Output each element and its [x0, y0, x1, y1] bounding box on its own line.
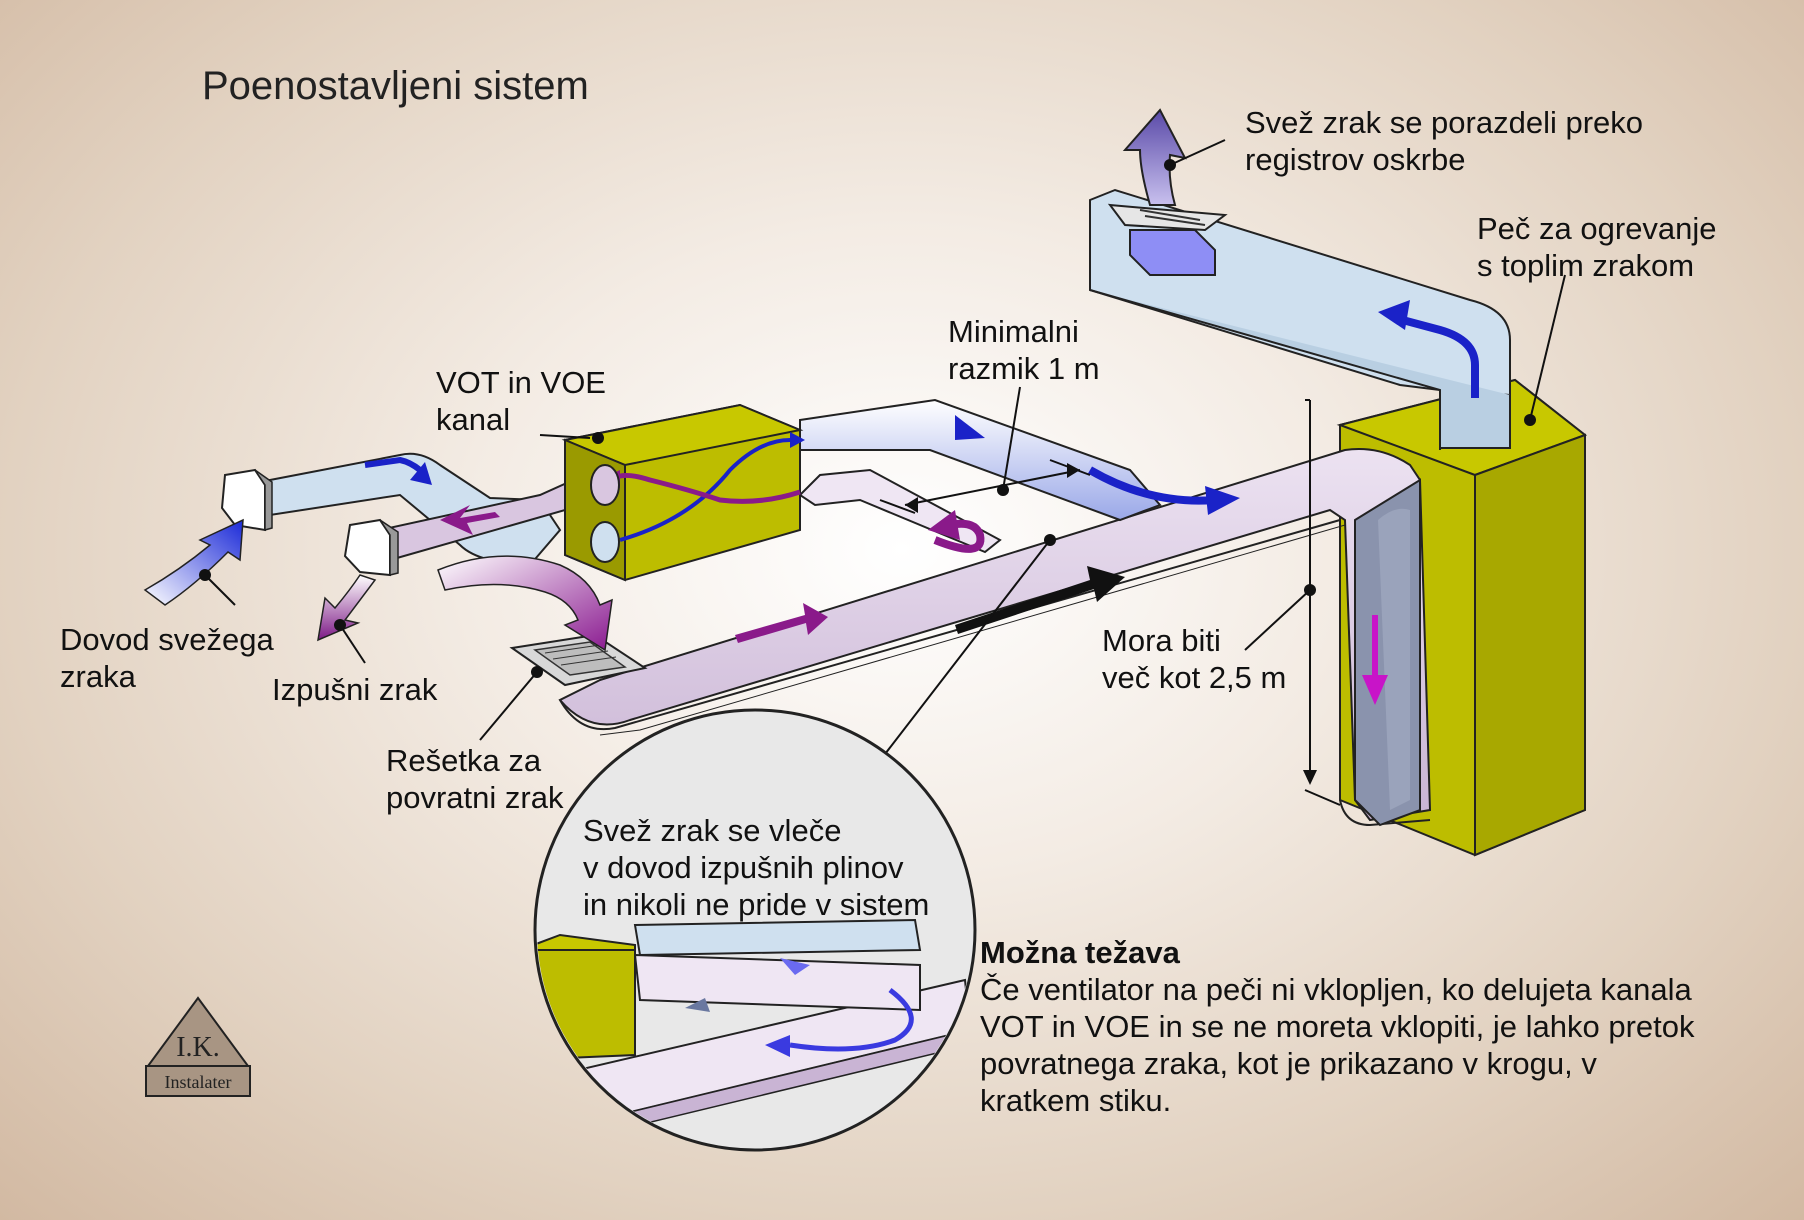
- hrv-unit: [561, 403, 805, 582]
- return-flow-arrow: [437, 555, 613, 652]
- label-exhaust-air: Izpušni zrak: [272, 672, 438, 707]
- label-min-distance: Minimalni razmik 1 m: [948, 314, 1100, 386]
- logo: I.K. Instalater: [144, 996, 252, 1102]
- leader-lines: [204, 139, 1566, 781]
- label-hrv-erv: VOT in VOE kanal: [436, 365, 606, 437]
- label-fresh-air-intake: Dovod svežega zraka: [60, 622, 274, 694]
- hrv-ducts: [269, 398, 1240, 567]
- problem-note: Možna težava Če ventilator na peči ni vk…: [980, 935, 1695, 1118]
- inset-circle: [533, 708, 977, 1152]
- problem-heading: Možna težava: [980, 935, 1180, 970]
- leader-dots: [199, 159, 1536, 678]
- label-circle-note: Svež zrak se vleče v dovod izpušnih plin…: [583, 813, 930, 922]
- label-return-grille: Rešetka za povratni zrak: [386, 743, 564, 815]
- label-supply-register: Svež zrak se porazdeli preko registrov o…: [1245, 105, 1644, 177]
- label-height-requirement: Mora biti več kot 2,5 m: [1102, 623, 1287, 695]
- supply-duct: [1089, 108, 1511, 450]
- intake-hood: [143, 468, 273, 606]
- label-furnace: Peč za ogrevanje s toplim zrakom: [1477, 211, 1717, 283]
- exhaust-hood: [317, 518, 399, 642]
- return-duct: [509, 448, 1432, 827]
- diagram-title: Poenostavljeni sistem: [202, 64, 589, 108]
